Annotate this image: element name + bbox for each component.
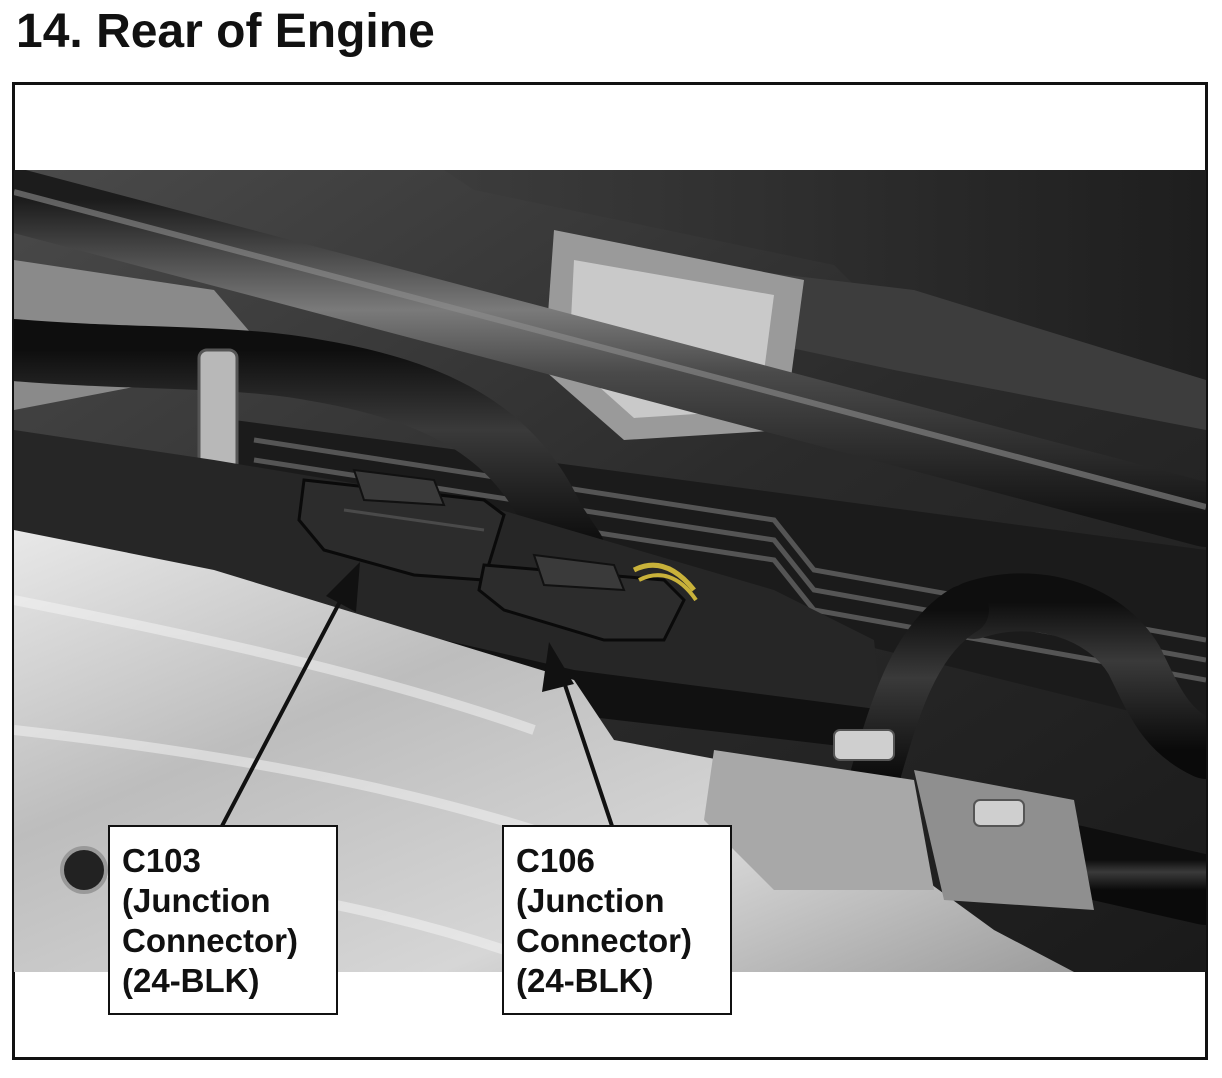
callout-line: Connector) [516,922,692,959]
connector-c103 [297,468,506,582]
callout-line: Connector) [122,922,298,959]
callout-line: (Junction [122,882,271,919]
callout-line: (Junction [516,882,665,919]
page-title: 14. Rear of Engine [16,5,435,58]
callout-line: C103 [122,842,201,879]
connector-c106 [477,553,698,642]
callout-line: (24-BLK) [516,962,654,999]
callout-c106: C106 (Junction Connector) (24-BLK) [502,825,732,1015]
arrow-c106 [542,642,614,827]
callout-line: (24-BLK) [122,962,260,999]
arrow-c103 [220,562,360,827]
callout-line: C106 [516,842,595,879]
callout-c103: C103 (Junction Connector) (24-BLK) [108,825,338,1015]
